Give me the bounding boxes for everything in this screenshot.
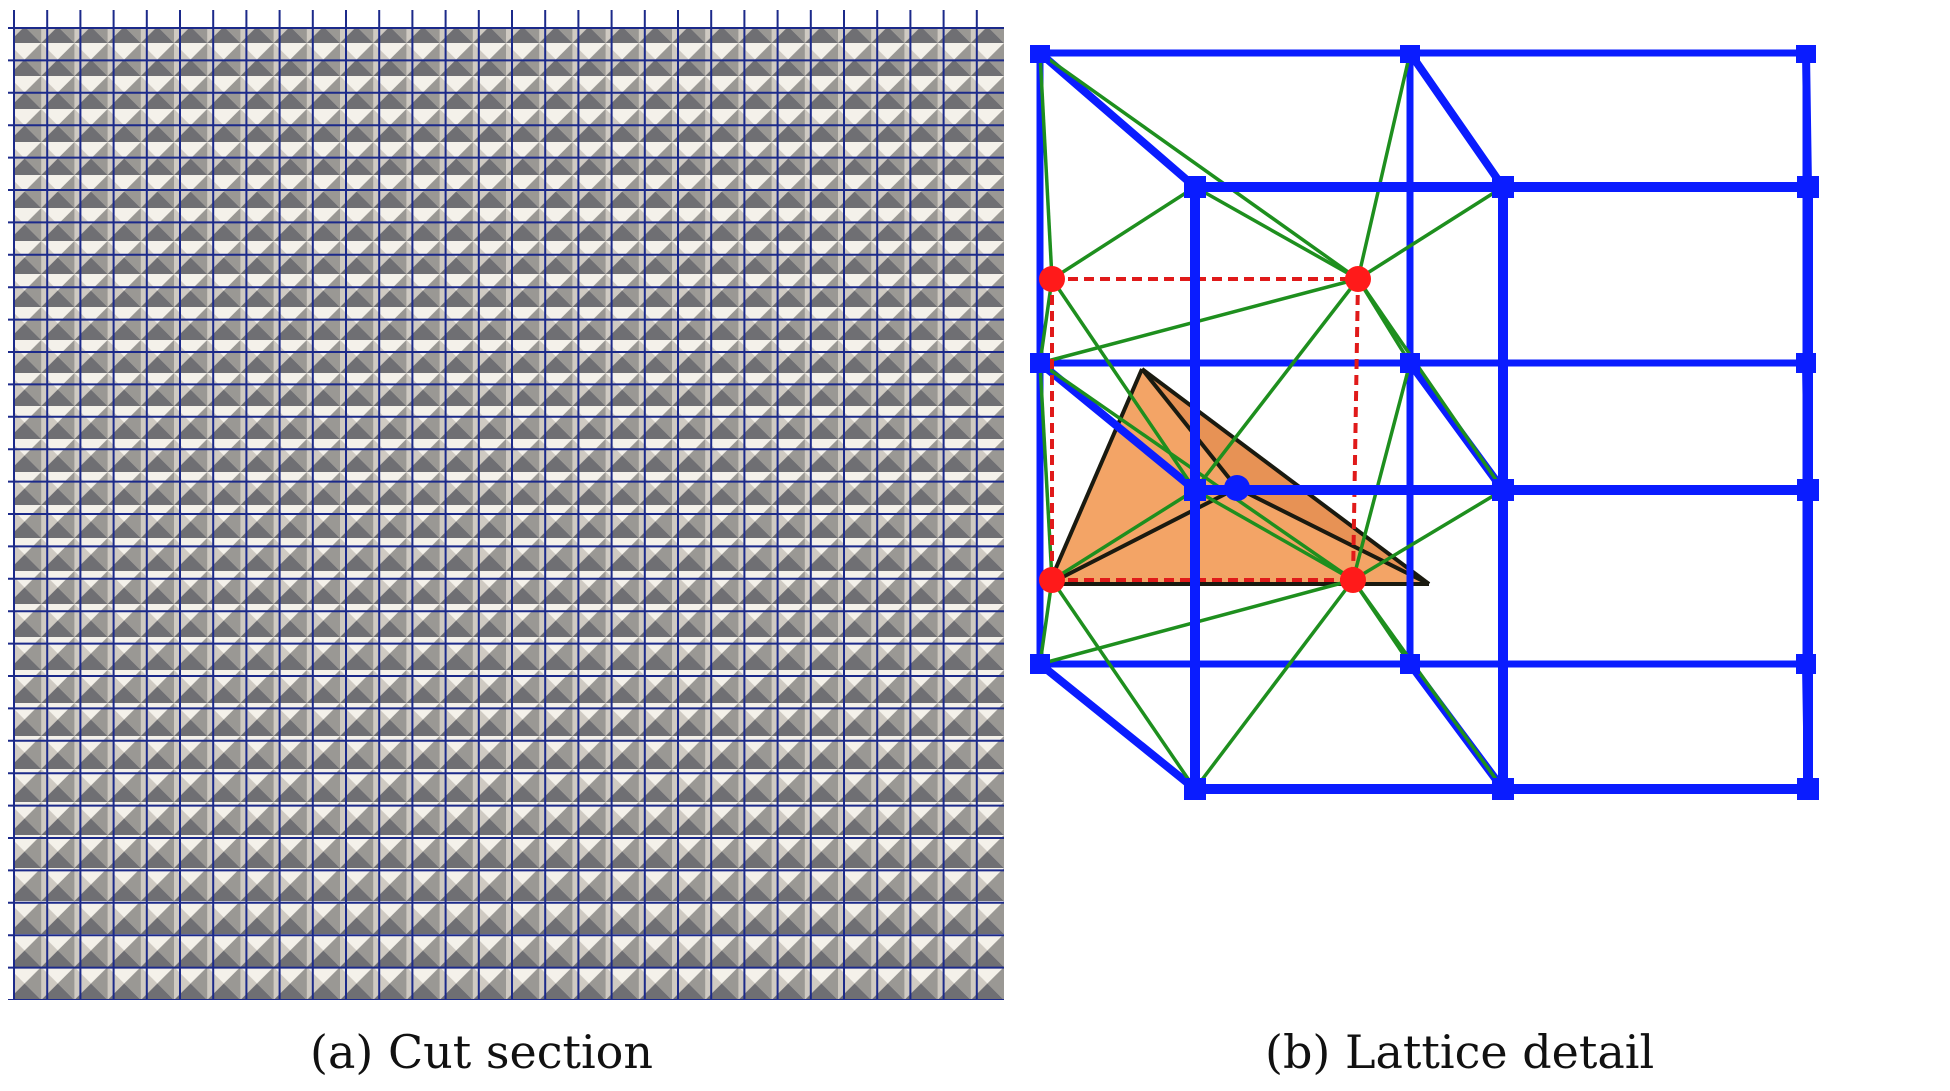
red-node-icon	[1039, 266, 1065, 292]
diagonal-edge	[1038, 51, 1360, 281]
lattice-diagram	[1030, 45, 1819, 800]
lattice-node-icon	[1400, 353, 1420, 373]
lattice-node-icon	[1400, 654, 1420, 674]
diagonal-edge	[1194, 185, 1359, 281]
diagonal-edge	[1356, 278, 1505, 491]
lattice-edge	[1036, 49, 1199, 191]
red-node-icon	[1039, 567, 1065, 593]
lattice-node-icon	[1796, 654, 1816, 674]
lattice-node-icon	[1184, 479, 1206, 501]
lattice-node-icon	[1797, 479, 1819, 501]
lattice-node-icon	[1184, 176, 1206, 198]
dashed-edge	[1351, 278, 1360, 581]
lattice-node-icon	[1030, 654, 1050, 674]
lattice-node-icon	[1796, 45, 1816, 63]
diagonal-edge	[1351, 578, 1505, 791]
red-node-icon	[1345, 266, 1371, 292]
diagonal-edge	[1351, 362, 1412, 581]
diagonal-edge	[1038, 278, 1054, 364]
diagonal-edge	[1038, 579, 1054, 665]
lattice-node-icon	[1796, 353, 1816, 373]
lattice-node-icon	[1492, 778, 1514, 800]
tetrahedron-edges	[1047, 367, 1431, 586]
diagonal-edge	[1357, 185, 1504, 281]
lattice-node-icon	[1030, 353, 1050, 373]
lattice-node-icon	[1797, 176, 1819, 198]
cut-section-image	[8, 10, 1004, 1000]
diagonal-edge	[1356, 52, 1412, 280]
diagonal-edge	[1194, 488, 1354, 582]
lattice-edge	[1406, 49, 1507, 191]
lattice-node-icon	[1030, 45, 1050, 63]
lattice-node-icon	[1400, 45, 1420, 63]
lattice-structure	[1030, 45, 1819, 800]
diagonal-edge	[1050, 579, 1197, 790]
cut-section-panel	[8, 10, 1004, 1000]
diagonal-edge	[1352, 488, 1504, 582]
diagonal-edge	[1038, 52, 1054, 280]
caption-lattice-detail: (b) Lattice detail	[1265, 1025, 1655, 1079]
lattice-node-icon	[1184, 778, 1206, 800]
diagonal-edge	[1193, 277, 1360, 492]
red-node-icon	[1340, 567, 1366, 593]
lattice-edge	[1036, 660, 1199, 793]
lattice-edge	[1036, 359, 1199, 494]
lattice-node-icon	[1492, 176, 1514, 198]
lattice-edge	[1802, 49, 1812, 191]
lattice-node-icon	[1797, 778, 1819, 800]
lattice-node-icon	[1492, 479, 1514, 501]
diagonal-edge	[1051, 488, 1196, 582]
lattice-detail-panel	[1025, 45, 1943, 1000]
grid-lines	[8, 10, 1004, 1000]
diagonal-edge	[1051, 185, 1196, 281]
center-node-icon	[1224, 475, 1250, 501]
caption-cut-section: (a) Cut section	[310, 1025, 653, 1079]
diagonal-edge	[1193, 578, 1355, 791]
